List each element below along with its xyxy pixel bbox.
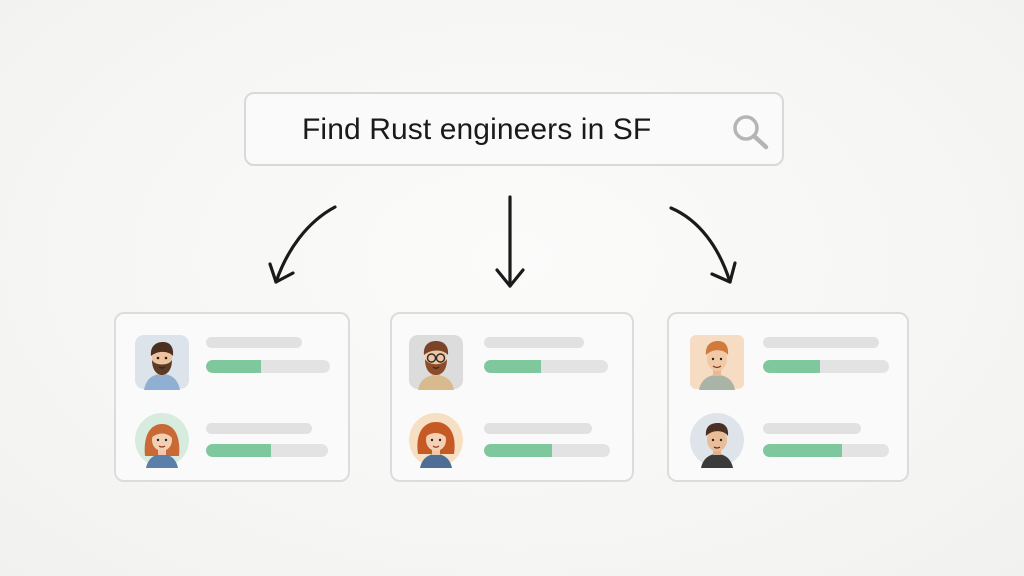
search-icon[interactable]	[730, 112, 772, 152]
candidate-row[interactable]	[392, 334, 632, 394]
match-score-fill	[206, 360, 261, 373]
arrow-right-icon	[669, 206, 737, 284]
candidate-name-placeholder	[763, 337, 879, 348]
match-score-fill	[484, 360, 542, 373]
ginger-man-avatar	[689, 334, 745, 390]
match-score-fill	[206, 444, 271, 457]
glasses-bearded-man-avatar	[408, 334, 464, 390]
candidate-name-placeholder	[484, 337, 584, 348]
candidate-name-placeholder	[206, 423, 312, 434]
search-input[interactable]: Find Rust engineers in SF	[244, 92, 784, 166]
bearded-man-avatar	[134, 334, 190, 390]
dark-haired-man-avatar	[689, 412, 745, 468]
candidate-row[interactable]	[116, 334, 348, 394]
candidate-name-placeholder	[484, 423, 592, 434]
result-card-1[interactable]	[114, 312, 350, 482]
search-query-text: Find Rust engineers in SF	[302, 113, 652, 146]
match-score-fill	[484, 444, 553, 457]
candidate-row[interactable]	[669, 412, 907, 472]
candidate-name-placeholder	[763, 423, 861, 434]
match-score-bar	[484, 360, 608, 373]
match-score-bar	[206, 444, 328, 457]
match-score-bar	[484, 444, 610, 457]
candidate-row[interactable]	[116, 412, 348, 472]
red-haired-woman-avatar	[134, 412, 190, 468]
arrow-left-icon	[268, 205, 337, 284]
result-card-3[interactable]	[667, 312, 909, 482]
match-score-fill	[763, 360, 820, 373]
match-score-bar	[206, 360, 330, 373]
match-score-fill	[763, 444, 843, 457]
candidate-row[interactable]	[392, 412, 632, 472]
curly-haired-woman-avatar	[408, 412, 464, 468]
candidate-name-placeholder	[206, 337, 302, 348]
candidate-row[interactable]	[669, 334, 907, 394]
arrow-center-icon	[495, 195, 525, 288]
result-card-2[interactable]	[390, 312, 634, 482]
match-score-bar	[763, 360, 889, 373]
match-score-bar	[763, 444, 889, 457]
